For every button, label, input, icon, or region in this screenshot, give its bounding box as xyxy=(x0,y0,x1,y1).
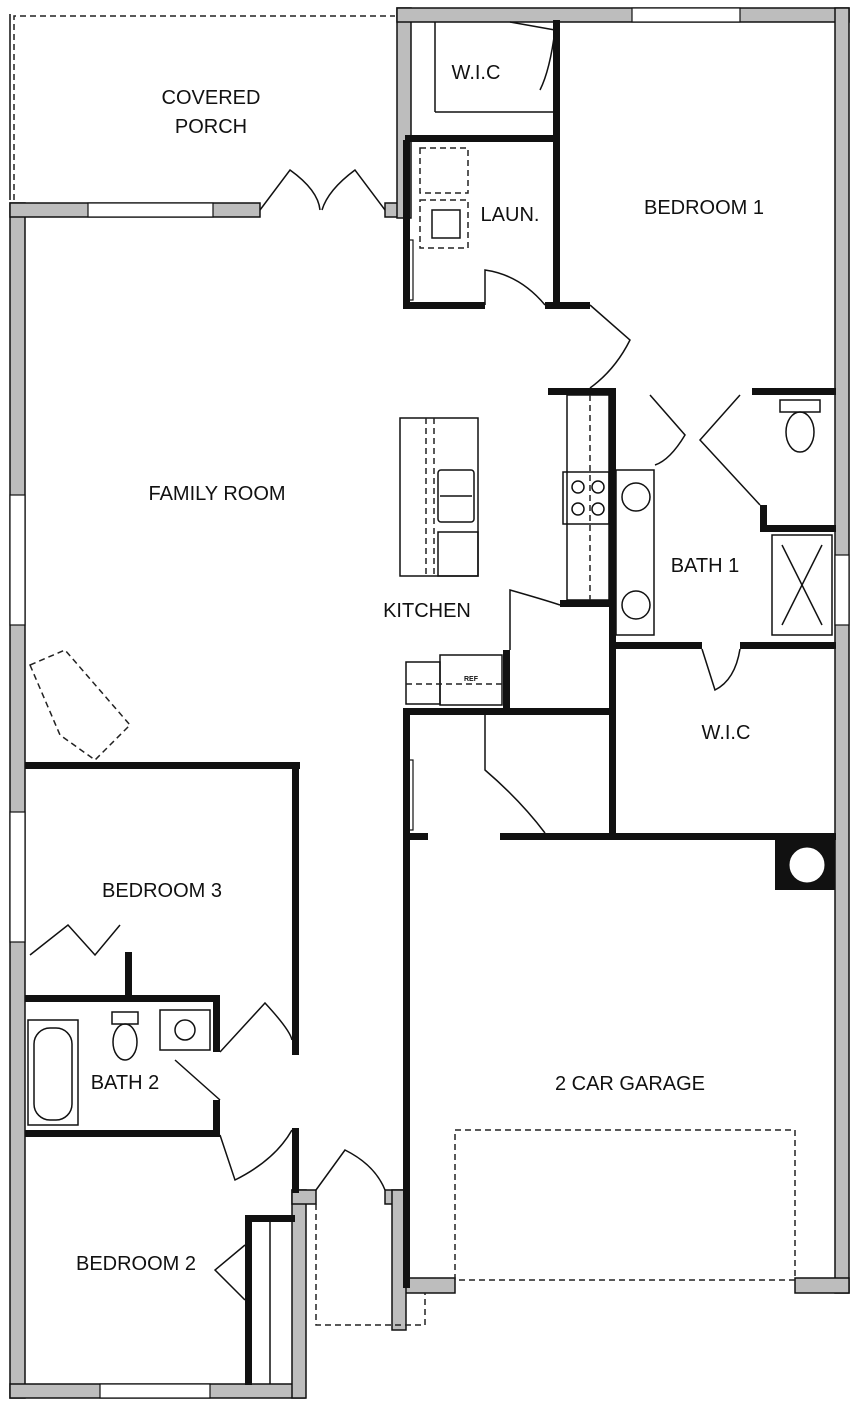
closet-door[interactable] xyxy=(29,923,121,957)
door[interactable] xyxy=(509,589,561,650)
label-bedroom-1: BEDROOM 1 xyxy=(644,197,764,219)
fixtures: REF xyxy=(27,147,833,1281)
shower-icon xyxy=(771,534,833,636)
washer-dryer-icon xyxy=(419,147,469,249)
kitchen-island xyxy=(399,417,479,577)
door[interactable] xyxy=(174,1059,221,1101)
door[interactable] xyxy=(589,304,631,389)
label-covered-porch-2: PORCH xyxy=(175,116,247,138)
label-bedroom-2: BEDROOM 2 xyxy=(76,1253,196,1275)
label-bedroom-3: BEDROOM 3 xyxy=(102,880,222,902)
bathtub-icon xyxy=(27,1019,79,1126)
sink-icon xyxy=(621,482,651,512)
door[interactable] xyxy=(484,269,546,306)
window xyxy=(631,7,741,23)
door[interactable] xyxy=(484,715,546,834)
stove-icon xyxy=(562,471,610,525)
door[interactable] xyxy=(321,168,386,211)
window xyxy=(834,554,850,626)
window xyxy=(99,1383,211,1399)
door[interactable] xyxy=(259,168,321,211)
label-family-room: FAMILY ROOM xyxy=(148,483,285,505)
label-kitchen: KITCHEN xyxy=(383,600,471,622)
garage-door xyxy=(454,1129,796,1281)
doors xyxy=(29,21,761,1384)
covered-porch xyxy=(9,14,395,200)
fireplace xyxy=(29,649,132,761)
label-garage: 2 CAR GARAGE xyxy=(555,1073,705,1095)
label-wic-top: W.I.C xyxy=(452,62,501,84)
door[interactable] xyxy=(649,394,686,466)
door[interactable] xyxy=(315,1149,386,1191)
door[interactable] xyxy=(219,1001,293,1053)
refrigerator-icon: REF xyxy=(405,654,503,706)
toilet-icon xyxy=(779,399,821,453)
door[interactable] xyxy=(698,394,761,506)
door[interactable] xyxy=(219,1129,293,1182)
label-covered-porch-1: COVERED xyxy=(162,87,261,109)
label-wic-master: W.I.C xyxy=(702,722,751,744)
door[interactable] xyxy=(509,21,556,91)
sink-icon xyxy=(437,469,475,523)
sink-icon xyxy=(621,590,651,620)
label-laundry: LAUN. xyxy=(481,204,540,226)
window xyxy=(9,811,26,943)
label-bath-2: BATH 2 xyxy=(91,1072,160,1094)
ref-label: REF xyxy=(464,676,479,683)
closet-door[interactable] xyxy=(213,1244,246,1301)
door[interactable] xyxy=(701,648,741,692)
sink-icon xyxy=(159,1009,211,1051)
interior-walls xyxy=(25,20,836,1385)
room-labels: COVERED PORCH W.I.C LAUN. BEDROOM 1 FAMI… xyxy=(76,62,764,1275)
label-bath-1: BATH 1 xyxy=(671,555,740,577)
exterior-walls xyxy=(9,7,850,1399)
window xyxy=(87,202,214,218)
window xyxy=(9,494,26,626)
toilet-icon xyxy=(111,1011,139,1061)
